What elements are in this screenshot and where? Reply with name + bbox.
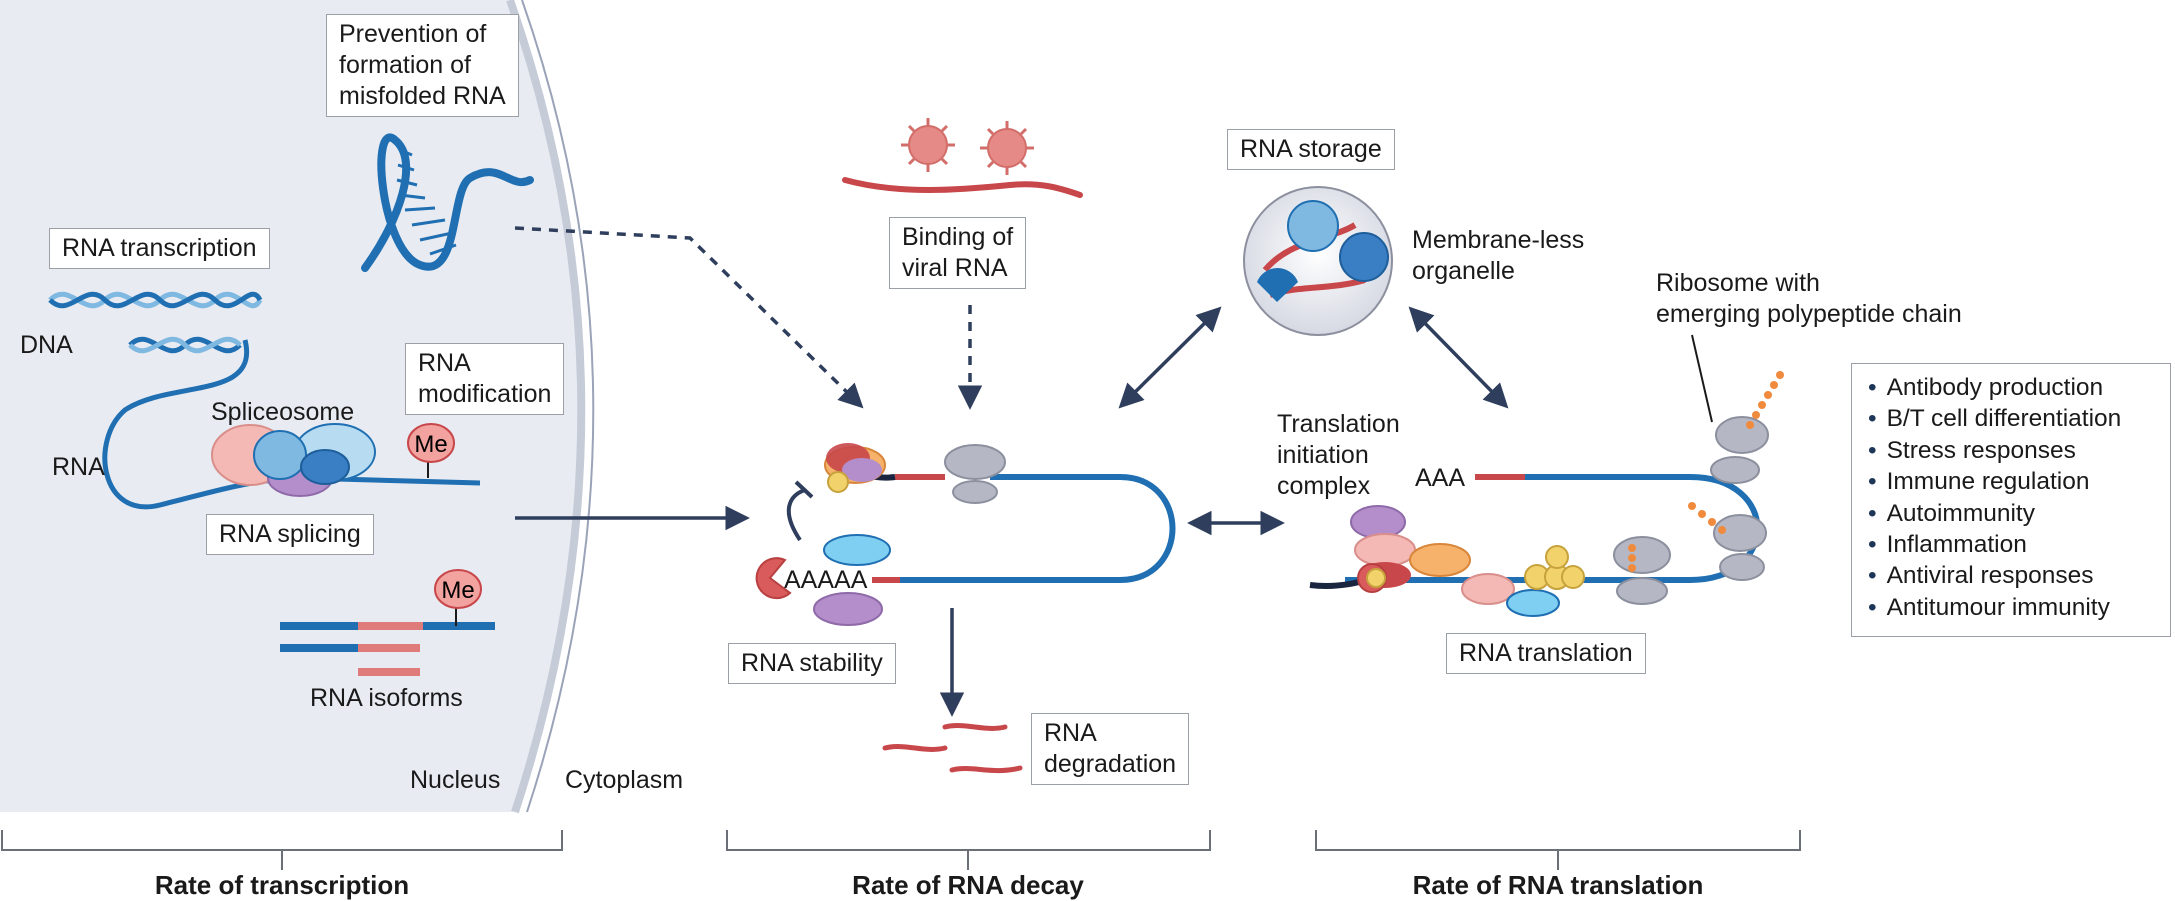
translation-initiation-label: Translation initiation complex xyxy=(1277,409,1400,502)
viral-line-1: Binding of xyxy=(902,223,1014,251)
rna-modification-box: RNA modification xyxy=(405,343,565,415)
degradation-line-1: RNA xyxy=(1044,719,1097,747)
elongation-factors-icon xyxy=(1524,545,1585,590)
rate-decay-label: Rate of RNA decay xyxy=(852,870,1084,900)
outcome-item: Antitumour immunity xyxy=(1868,592,2162,623)
dna-label: DNA xyxy=(20,331,73,359)
rna-isoforms-icon: Me xyxy=(280,569,495,676)
organelle-line-1: Membrane-less xyxy=(1412,226,1585,254)
misfolded-rna-hairpin xyxy=(361,133,534,272)
initiation-line-1: Translation xyxy=(1277,410,1400,438)
rna-splicing-box: RNA splicing xyxy=(206,514,374,555)
outcome-item: Antiviral responses xyxy=(1868,560,2162,591)
nascent-rna-strand xyxy=(102,339,481,510)
nucleus-label: Nucleus xyxy=(410,766,501,794)
ribosome-callout-line xyxy=(1691,334,1713,423)
mrna-loop-translation xyxy=(1309,334,1784,617)
misfolded-line-1: Prevention of xyxy=(339,20,487,48)
outcome-item: Autoimmunity xyxy=(1868,498,2162,529)
viral-rna-icon xyxy=(842,118,1083,198)
modification-line-2: modification xyxy=(418,380,552,408)
degradation-line-2: degradation xyxy=(1044,750,1177,778)
misfolded-rna-box: Prevention of formation of misfolded RNA xyxy=(326,14,519,117)
mrna-loop-stability xyxy=(755,443,1176,626)
outcome-item: Antibody production xyxy=(1868,372,2162,403)
rna-translation-box: RNA translation xyxy=(1446,633,1646,674)
rate-brackets xyxy=(1,830,1801,870)
outcome-item: B/T cell differentiation xyxy=(1868,403,2162,434)
dna-helix xyxy=(48,291,263,354)
initiation-line-3: complex xyxy=(1277,472,1371,500)
cytoplasm-label: Cytoplasm xyxy=(565,766,684,794)
organelle-line-2: organelle xyxy=(1412,257,1515,285)
membrane-less-organelle-label: Membrane-less organelle xyxy=(1412,225,1584,287)
initiation-line-2: initiation xyxy=(1277,441,1369,469)
ribosome-line-1: Ribosome with xyxy=(1656,269,1820,297)
methyl-label: Me xyxy=(414,431,447,458)
rna-isoforms-label: RNA isoforms xyxy=(310,684,463,712)
rna-stability-box: RNA stability xyxy=(728,643,896,684)
misfolded-line-3: misfolded RNA xyxy=(339,82,506,110)
spliceosome-icon xyxy=(211,423,376,497)
methyl-tag-modification: Me xyxy=(407,423,455,478)
outcome-item: Immune regulation xyxy=(1868,466,2162,497)
polypeptide-chain-icon xyxy=(1628,371,1784,572)
viral-rna-box: Binding of viral RNA xyxy=(889,217,1027,289)
isoform-methyl-label: Me xyxy=(441,577,474,604)
rna-label: RNA xyxy=(52,453,105,481)
aaaaa-label: AAAAA xyxy=(784,566,868,594)
virus-icon xyxy=(908,125,1027,168)
misfolded-line-2: formation of xyxy=(339,51,472,79)
modification-line-1: RNA xyxy=(418,349,471,377)
viral-line-2: viral RNA xyxy=(902,254,1008,282)
arrow-storage-translation xyxy=(1408,306,1509,409)
dashed-arrow-misfolded xyxy=(514,226,864,409)
outcome-item: Inflammation xyxy=(1868,529,2162,560)
rna-transcription-box: RNA transcription xyxy=(49,228,270,269)
aaa-label: AAA xyxy=(1415,464,1466,492)
outcome-item: Stress responses xyxy=(1868,435,2162,466)
arrow-decay-storage xyxy=(1118,306,1222,409)
rna-storage-box: RNA storage xyxy=(1227,129,1395,170)
spliceosome-label: Spliceosome xyxy=(211,398,355,426)
rna-degradation-box: RNA degradation xyxy=(1031,713,1190,785)
nucleus-region xyxy=(0,0,595,814)
membrane-less-organelle-icon xyxy=(1243,186,1393,336)
ribosome-label: Ribosome with emerging polypeptide chain xyxy=(1656,268,1962,330)
ribosome-icon xyxy=(1613,416,1769,605)
rate-transcription-label: Rate of transcription xyxy=(154,870,410,900)
rate-translation-label: Rate of RNA translation xyxy=(1412,870,1704,900)
immune-outcomes-list: Antibody production B/T cell differentia… xyxy=(1851,363,2171,637)
initiation-complex-icon xyxy=(1350,505,1560,617)
ribosome-line-2: emerging polypeptide chain xyxy=(1656,300,1962,328)
degraded-rna-fragments xyxy=(882,723,1023,774)
